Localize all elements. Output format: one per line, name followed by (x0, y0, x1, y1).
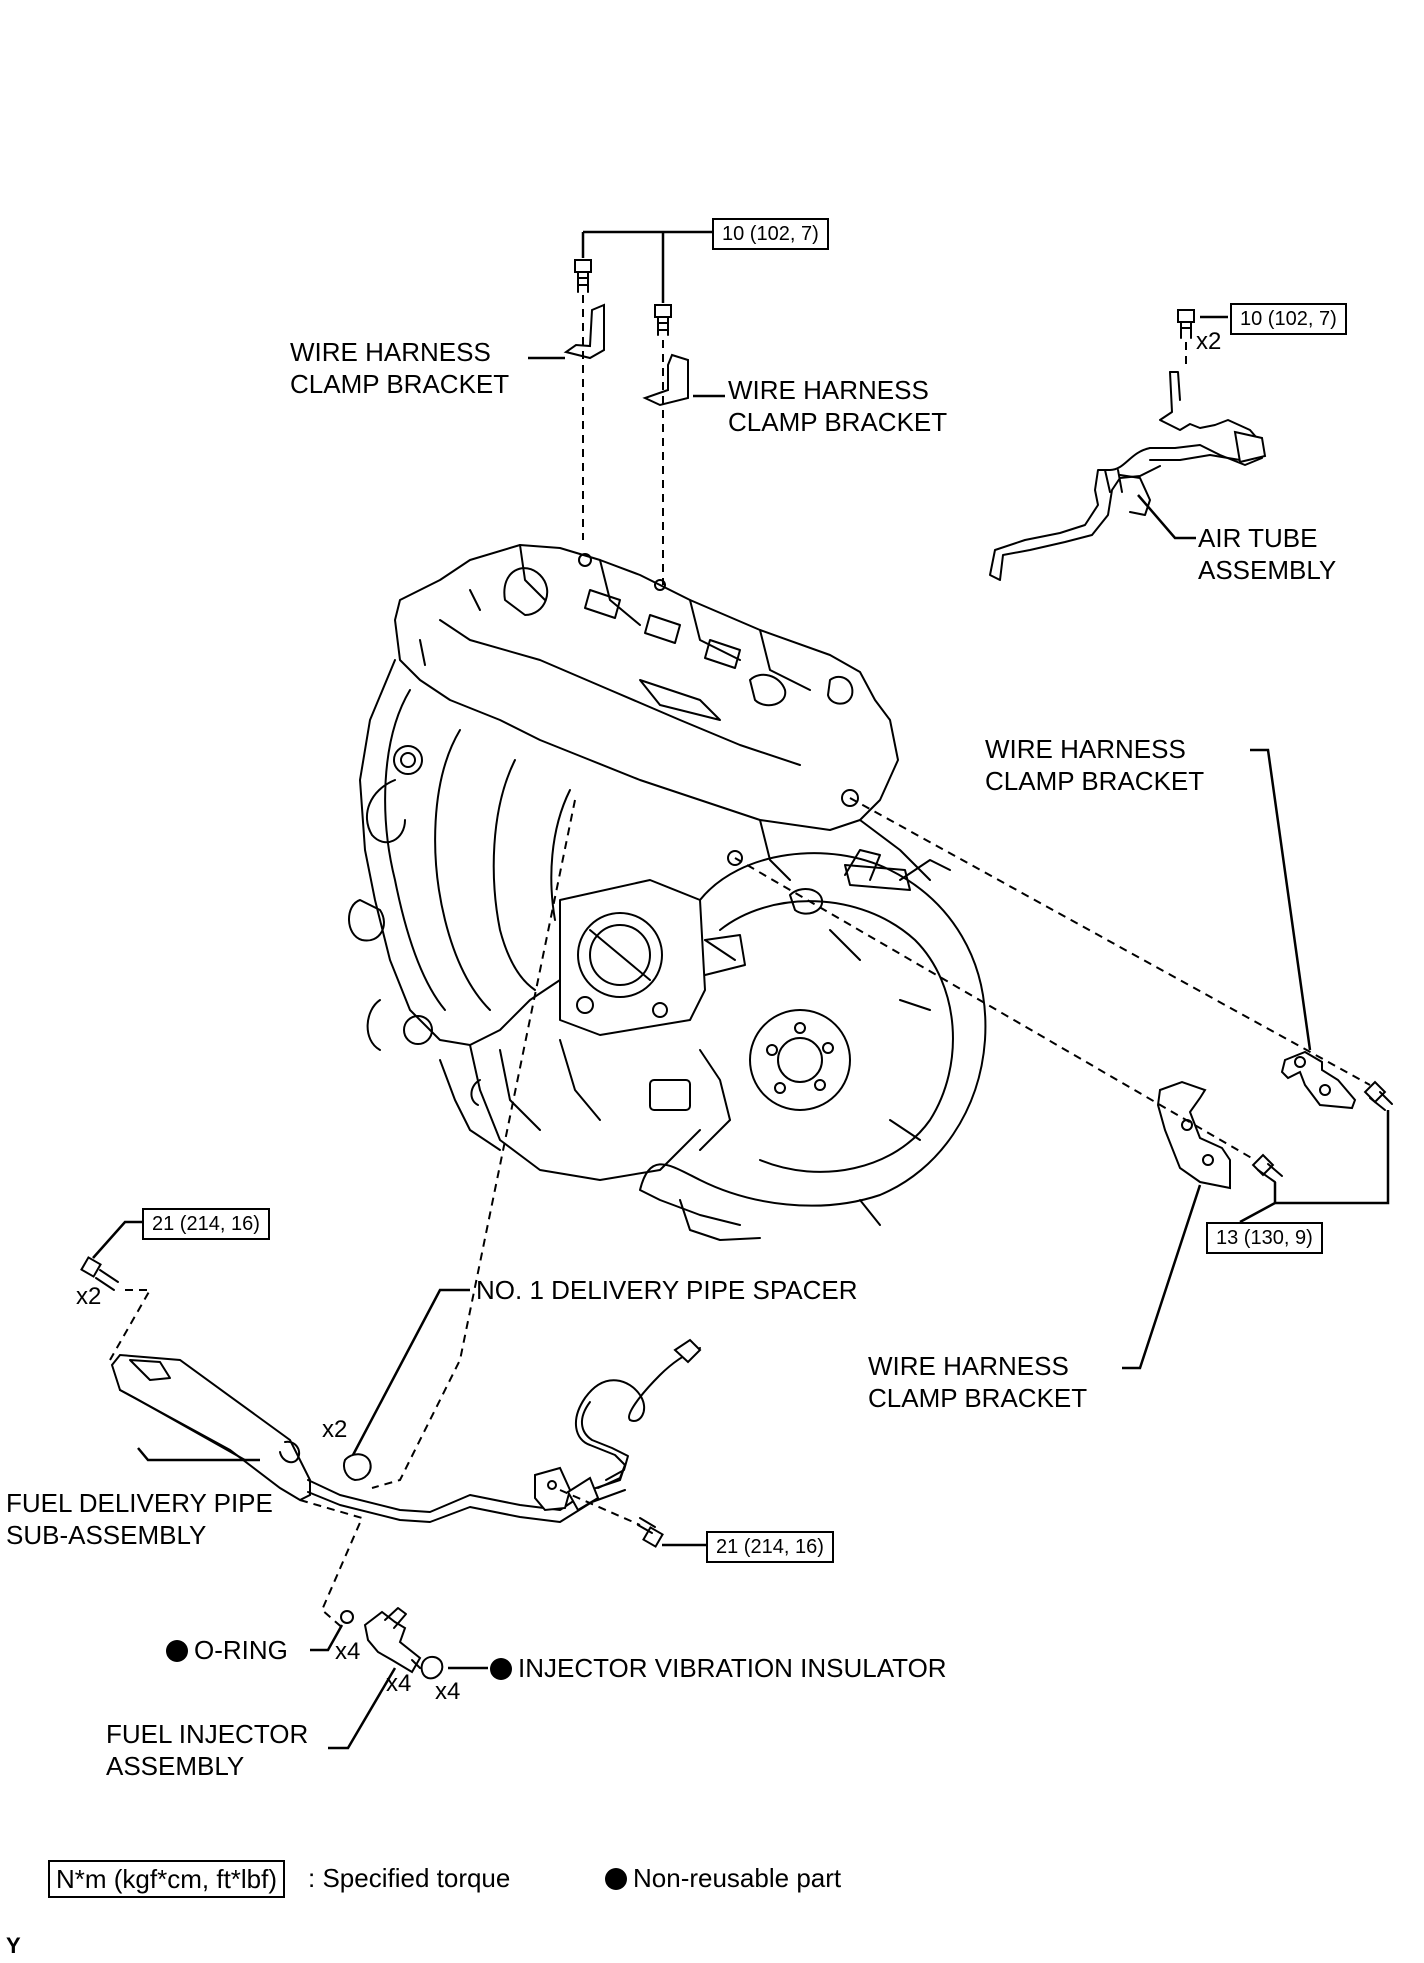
torque-box-top-brackets: 10 (102, 7) (712, 218, 829, 250)
non-reusable-dot-icon (490, 1658, 512, 1680)
right-upper-bracket-part (1280, 1050, 1393, 1111)
label-line: CLAMP BRACKET (985, 766, 1205, 796)
label-air-tube-assembly: AIR TUBE ASSEMBLY (1198, 522, 1336, 586)
qty-injectors: x4 (386, 1670, 412, 1697)
label-fuel-injector-assembly: FUEL INJECTOR ASSEMBLY (106, 1718, 308, 1782)
leader-injector (328, 1667, 397, 1750)
legend-torque-box: N*m (kgf*cm, ft*lbf) (48, 1860, 286, 1898)
torque-box-right-brackets: 13 (130, 9) (1206, 1222, 1323, 1254)
label-line: WIRE HARNESS (290, 337, 491, 367)
clamp-bolt-part (559, 1489, 664, 1548)
engine-block (348, 544, 987, 1241)
label-line: ASSEMBLY (106, 1751, 245, 1781)
dash-spacer (371, 799, 576, 1489)
top-right-bracket-part (642, 304, 689, 585)
label-wire-harness-clamp-bracket-1: WIRE HARNESS CLAMP BRACKET (290, 336, 509, 400)
injector-vibration-insulator-part (420, 1656, 444, 1680)
qty-air-tube-bolts: x2 (1196, 328, 1222, 355)
label-line: FUEL INJECTOR (106, 1719, 309, 1749)
leader-bracket-3 (1250, 748, 1312, 1051)
leader-air-tube (1137, 494, 1196, 540)
qty-delivery-pipe-bolts: x2 (76, 1283, 102, 1310)
non-reusable-dot-icon (166, 1640, 188, 1662)
top-left-bracket-part (563, 259, 605, 540)
label-line: FUEL DELIVERY PIPE (6, 1488, 273, 1518)
legend-torque-text: : Specified torque (308, 1863, 511, 1893)
label-line: AIR TUBE (1198, 523, 1318, 553)
label-o-ring: O-RING (166, 1634, 288, 1666)
leader-o-ring (310, 1624, 344, 1652)
qty-spacers: x2 (322, 1416, 348, 1443)
torque-box-delivery-pipe: 21 (214, 16) (142, 1208, 270, 1240)
label-wire-harness-clamp-bracket-4: WIRE HARNESS CLAMP BRACKET (868, 1350, 1087, 1414)
label-line: CLAMP BRACKET (290, 369, 510, 399)
fuel-injector-part (363, 1607, 422, 1674)
label-line: SUB-ASSEMBLY (6, 1520, 207, 1550)
label-line: WIRE HARNESS (868, 1351, 1069, 1381)
legend-nonreusable-text: Non-reusable part (633, 1863, 842, 1893)
label-fuel-delivery-pipe: FUEL DELIVERY PIPE SUB-ASSEMBLY (6, 1487, 273, 1551)
leader-fuel-delivery-pipe (137, 1447, 260, 1462)
non-reusable-dot-icon (605, 1868, 627, 1890)
qty-insulators: x4 (435, 1678, 461, 1705)
legend-nonreusable: Non-reusable part (605, 1862, 841, 1894)
label-text: O-RING (194, 1635, 288, 1665)
label-line: ASSEMBLY (1198, 555, 1337, 585)
fuel-delivery-pipe-part (110, 1338, 702, 1523)
torque-leader-right (1239, 1110, 1390, 1224)
qty-o-rings: x4 (335, 1638, 361, 1665)
torque-leader-top (581, 230, 712, 303)
o-ring-part (340, 1610, 354, 1624)
delivery-pipe-bolt-part (80, 1256, 152, 1361)
label-line: CLAMP BRACKET (728, 407, 948, 437)
label-no1-delivery-pipe-spacer: NO. 1 DELIVERY PIPE SPACER (476, 1275, 858, 1305)
right-lower-bracket-part (1156, 1080, 1283, 1190)
label-line: WIRE HARNESS (728, 375, 929, 405)
air-tube-part (989, 309, 1267, 581)
dash-right-upper (849, 797, 1371, 1086)
dash-injector (299, 1499, 364, 1631)
torque-box-fuel-pipe-clamp: 21 (214, 16) (706, 1531, 834, 1563)
label-wire-harness-clamp-bracket-3: WIRE HARNESS CLAMP BRACKET (985, 733, 1204, 797)
label-injector-vibration-insulator: INJECTOR VIBRATION INSULATOR (490, 1652, 947, 1684)
corner-code: Y (6, 1933, 21, 1958)
label-text: INJECTOR VIBRATION INSULATOR (518, 1653, 947, 1683)
leader-bracket-4 (1122, 1184, 1202, 1370)
torque-leader-delivery (92, 1220, 142, 1259)
label-wire-harness-clamp-bracket-2: WIRE HARNESS CLAMP BRACKET (728, 374, 947, 438)
label-line: CLAMP BRACKET (868, 1383, 1088, 1413)
dash-right-lower (734, 857, 1256, 1161)
label-line: WIRE HARNESS (985, 734, 1186, 764)
leader-spacer (351, 1288, 470, 1456)
torque-box-air-tube: 10 (102, 7) (1230, 303, 1347, 335)
